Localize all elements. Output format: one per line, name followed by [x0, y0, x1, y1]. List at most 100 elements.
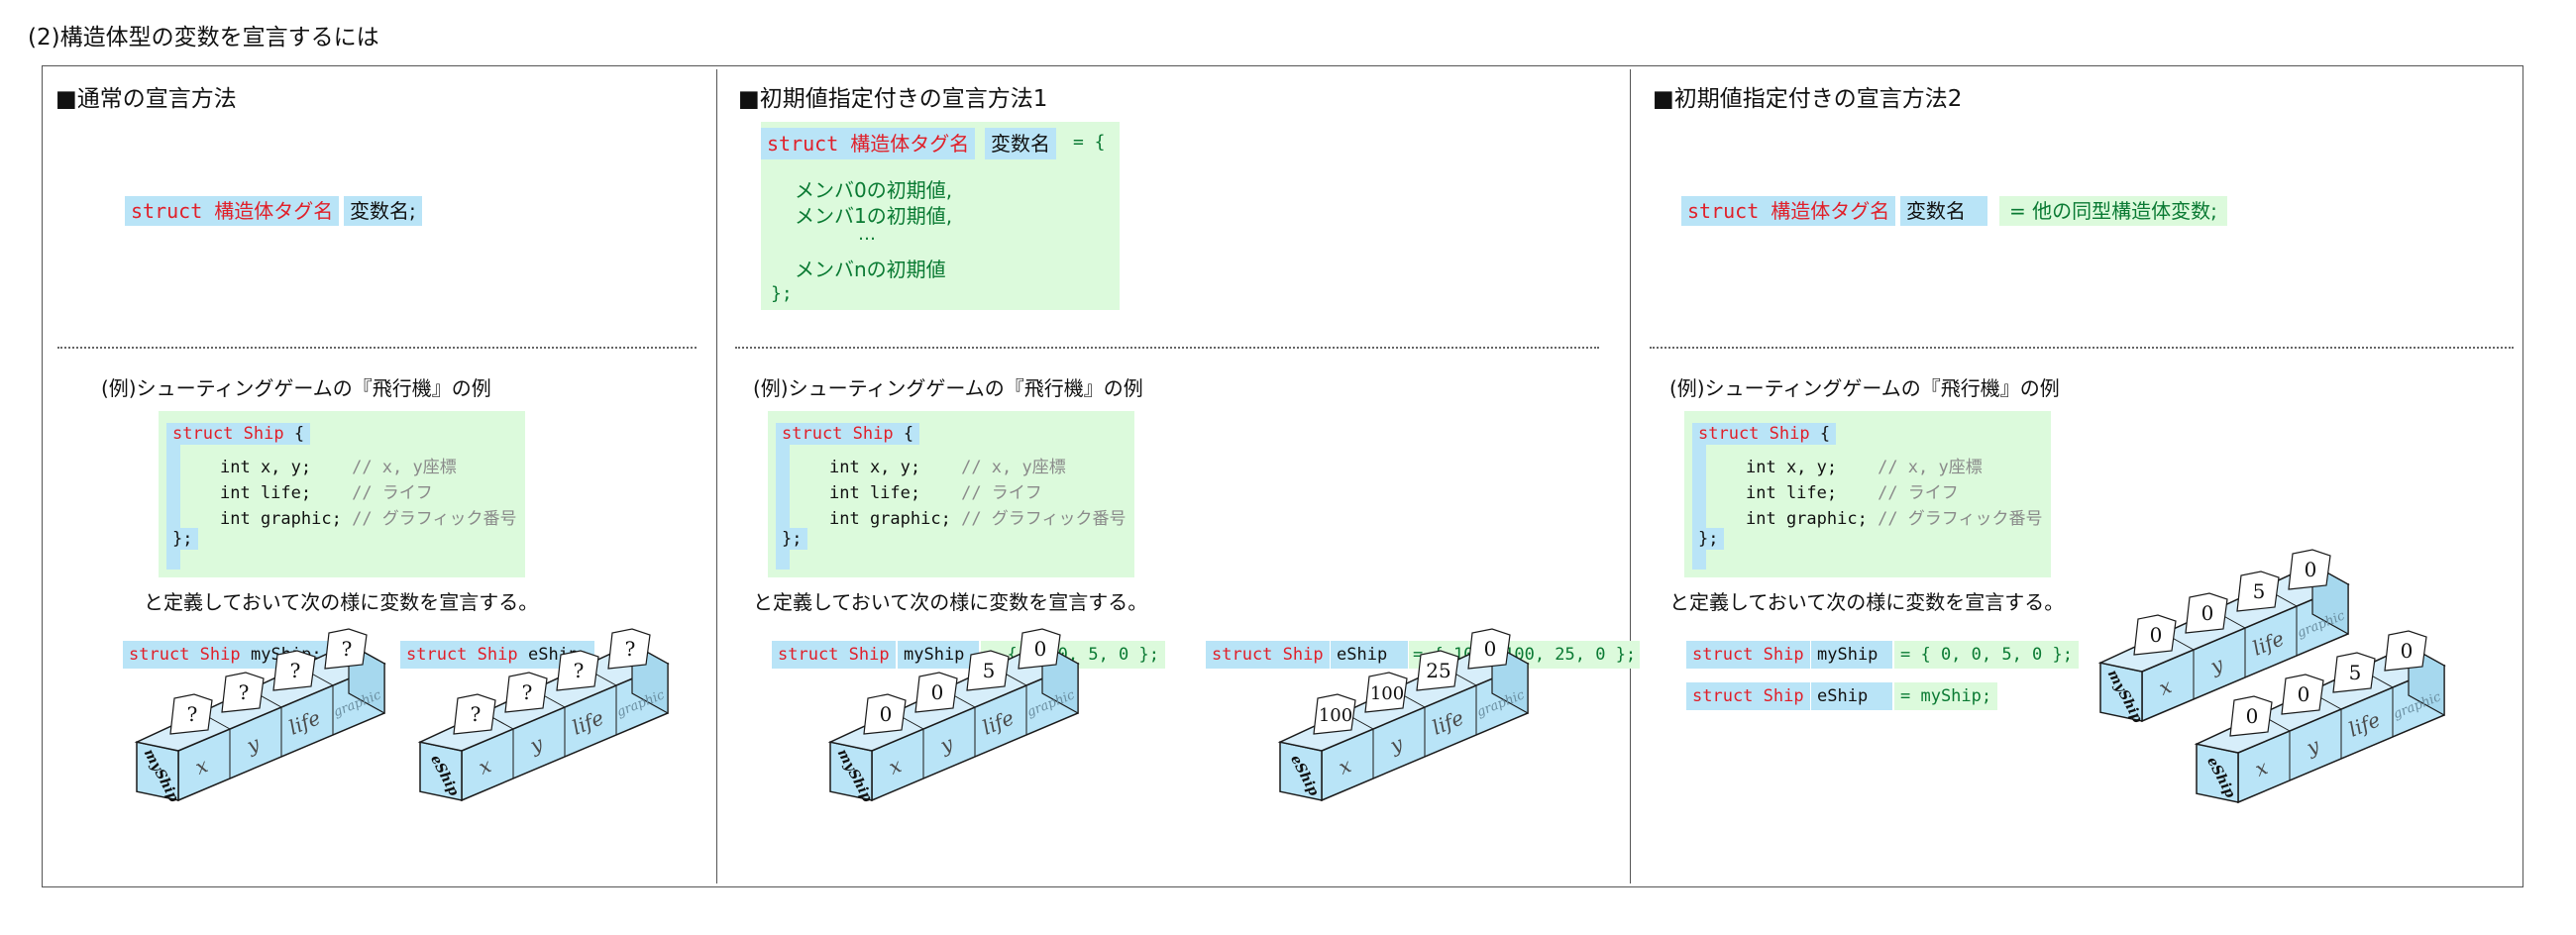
- dotted-separator-1: [57, 347, 697, 349]
- divider-1: [716, 69, 717, 883]
- example-title-2: (例)シューティングゲームの『飛行機』の例: [753, 376, 1143, 400]
- svg-text:0: 0: [931, 680, 944, 704]
- svg-text:5: 5: [2253, 579, 2266, 603]
- svg-text:?: ?: [574, 659, 585, 682]
- value-card-graphic: 0: [1018, 628, 1061, 670]
- svg-text:25: 25: [1426, 659, 1450, 682]
- value-card-life: 25: [1416, 650, 1459, 691]
- code-box-2: struct Ship { int x, y; // x, y座標 int li…: [768, 411, 1134, 577]
- decl3-type-a: struct Ship: [1686, 641, 1810, 669]
- value-card-graphic: 0: [2384, 630, 2427, 672]
- value-card-life: ?: [272, 650, 316, 691]
- svg-text:0: 0: [2201, 601, 2214, 625]
- svg-text:100: 100: [1319, 705, 1352, 726]
- value-card-graphic: 0: [1467, 628, 1511, 670]
- syntax-struct-tag: struct 構造体タグ名: [125, 196, 340, 226]
- value-card-y: ?: [221, 672, 265, 713]
- syntax3-var-name: 変数名: [1900, 196, 1987, 226]
- syntax2-membern: メンバnの初期値: [795, 258, 946, 281]
- svg-text:0: 0: [2246, 704, 2259, 728]
- dotted-separator-3: [1650, 347, 2514, 349]
- example-title-1: (例)シューティングゲームの『飛行機』の例: [101, 376, 491, 400]
- svg-text:0: 0: [2305, 558, 2317, 581]
- page-title: (2)構造体型の変数を宣言するには: [28, 25, 379, 51]
- value-card-life: ?: [556, 650, 599, 691]
- svg-text:?: ?: [187, 702, 198, 726]
- struct-box-eShip: x?y?life?graphic?eShip: [417, 628, 670, 802]
- note-1: と定義しておいて次の様に変数を宣言する。: [144, 590, 539, 614]
- syntax2-ellipsis: …: [858, 224, 876, 245]
- value-card-life: 5: [2236, 571, 2280, 612]
- dotted-separator-2: [735, 347, 1599, 349]
- decl2-type-a: struct Ship: [772, 641, 896, 669]
- syntax2-struct-tag: struct 構造体タグ名: [761, 128, 976, 159]
- svg-text:?: ?: [342, 637, 353, 661]
- value-card-y: 100: [1364, 672, 1408, 713]
- svg-text:0: 0: [1034, 637, 1047, 661]
- code-box-3: struct Ship { int x, y; // x, y座標 int li…: [1684, 411, 2051, 577]
- decl3-type-b: struct Ship: [1686, 682, 1810, 710]
- syntax2-open-brace: = {: [1073, 132, 1106, 153]
- value-card-x: 0: [863, 693, 907, 735]
- code-box-1: struct Ship { int x, y; // x, y座標 int li…: [159, 411, 525, 577]
- value-card-x: 0: [2133, 614, 2177, 656]
- decl3-name-a: myShip: [1811, 641, 1892, 669]
- section-header-init2: ■初期値指定付きの宣言方法2: [1653, 86, 1963, 112]
- value-card-graphic: 0: [2288, 549, 2331, 590]
- svg-text:5: 5: [983, 659, 996, 682]
- value-card-y: 0: [914, 672, 958, 713]
- value-card-x: ?: [169, 693, 213, 735]
- syntax3-rest: = 他の同型構造体変数;: [1999, 196, 2227, 226]
- value-card-graphic: ?: [607, 628, 651, 670]
- note-2: と定義しておいて次の様に変数を宣言する。: [753, 590, 1148, 614]
- svg-text:0: 0: [880, 702, 893, 726]
- value-card-x: 100: [1313, 693, 1356, 735]
- value-card-life: 5: [2332, 652, 2376, 693]
- value-card-x: 0: [2229, 695, 2273, 737]
- svg-text:0: 0: [2150, 623, 2163, 647]
- struct-box-myShip: x?y?life?graphic?myShip: [134, 628, 386, 805]
- svg-text:0: 0: [2401, 639, 2414, 663]
- value-card-life: 5: [966, 650, 1010, 691]
- value-card-y: 0: [2281, 674, 2324, 715]
- decl3-name-b: eShip: [1811, 682, 1892, 710]
- main-frame: [42, 65, 2523, 887]
- decl1-type-b: struct Ship: [400, 641, 524, 669]
- svg-text:5: 5: [2349, 661, 2362, 684]
- syntax2-var-name: 変数名: [985, 128, 1056, 159]
- note-3: と定義しておいて次の様に変数を宣言する。: [1669, 590, 2065, 614]
- section-header-normal: ■通常の宣言方法: [55, 86, 237, 112]
- decl3-init-b: = myShip;: [1894, 682, 1998, 710]
- syntax2-member0: メンバ0の初期値,: [795, 178, 953, 202]
- value-card-x: ?: [453, 693, 496, 735]
- section-header-init1: ■初期値指定付きの宣言方法1: [738, 86, 1048, 112]
- syntax2-member1: メンバ1の初期値,: [795, 204, 953, 228]
- example-title-3: (例)シューティングゲームの『飛行機』の例: [1669, 376, 2060, 400]
- svg-text:?: ?: [239, 680, 250, 704]
- decl2-name-b: eShip: [1331, 641, 1408, 669]
- svg-text:?: ?: [522, 680, 533, 704]
- decl1-type-a: struct Ship: [123, 641, 247, 669]
- svg-text:0: 0: [1484, 637, 1497, 661]
- syntax3-struct-tag: struct 構造体タグ名: [1681, 196, 1896, 226]
- svg-text:?: ?: [625, 637, 636, 661]
- svg-text:?: ?: [290, 659, 301, 682]
- syntax-var-name: 変数名;: [344, 196, 422, 226]
- decl2-type-b: struct Ship: [1206, 641, 1330, 669]
- value-card-graphic: ?: [324, 628, 368, 670]
- svg-text:100: 100: [1370, 683, 1404, 704]
- value-card-y: 0: [2185, 592, 2228, 634]
- value-card-y: ?: [504, 672, 548, 713]
- decl3-init-a: = { 0, 0, 5, 0 };: [1894, 641, 2079, 669]
- svg-text:?: ?: [471, 702, 482, 726]
- syntax2-close: };: [771, 283, 793, 304]
- divider-2: [1630, 69, 1631, 883]
- decl2-name-a: myShip: [898, 641, 979, 669]
- svg-text:0: 0: [2298, 682, 2310, 706]
- code-struct-head: struct Ship {: [166, 423, 311, 445]
